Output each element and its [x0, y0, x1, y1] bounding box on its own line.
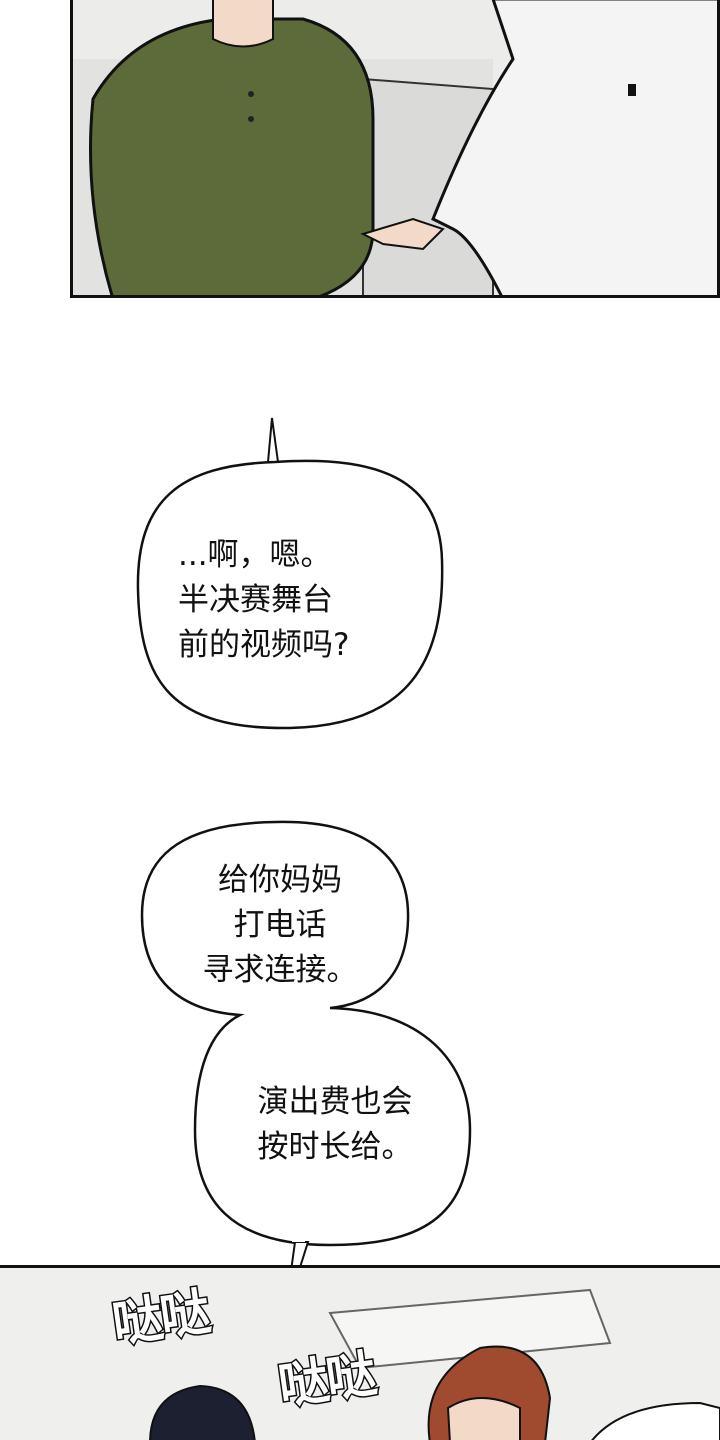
- bubble-line: 演出费也会: [257, 1084, 413, 1120]
- panel-artwork-scene: [149, 1288, 720, 1440]
- bubble-line: 给你妈妈: [218, 862, 342, 898]
- panel-artwork-characters: [73, 0, 717, 295]
- bubble-line: 半决赛舞台: [178, 582, 333, 618]
- bottom-comic-panel: [0, 1265, 720, 1440]
- bubble-line: 前的视频吗?: [178, 627, 350, 663]
- bubble-line: 打电话: [233, 907, 327, 943]
- bubble-line: 按时长给。: [257, 1129, 413, 1165]
- bubble-line: 寻求连接。: [202, 952, 358, 988]
- speech-bubble-3: 演出费也会 按时长给。: [240, 1080, 430, 1170]
- speech-bubble-2: 给你妈妈 打电话 寻求连接。: [195, 858, 365, 993]
- sound-effect-footsteps: 哒哒: [273, 1343, 379, 1417]
- bubble-line: ...啊，嗯。: [178, 537, 332, 573]
- speech-bubble-1: ...啊，嗯。 半决赛舞台 前的视频吗?: [178, 533, 349, 668]
- sound-effect-footsteps: 哒哒: [107, 1281, 213, 1355]
- top-comic-panel: [70, 0, 720, 298]
